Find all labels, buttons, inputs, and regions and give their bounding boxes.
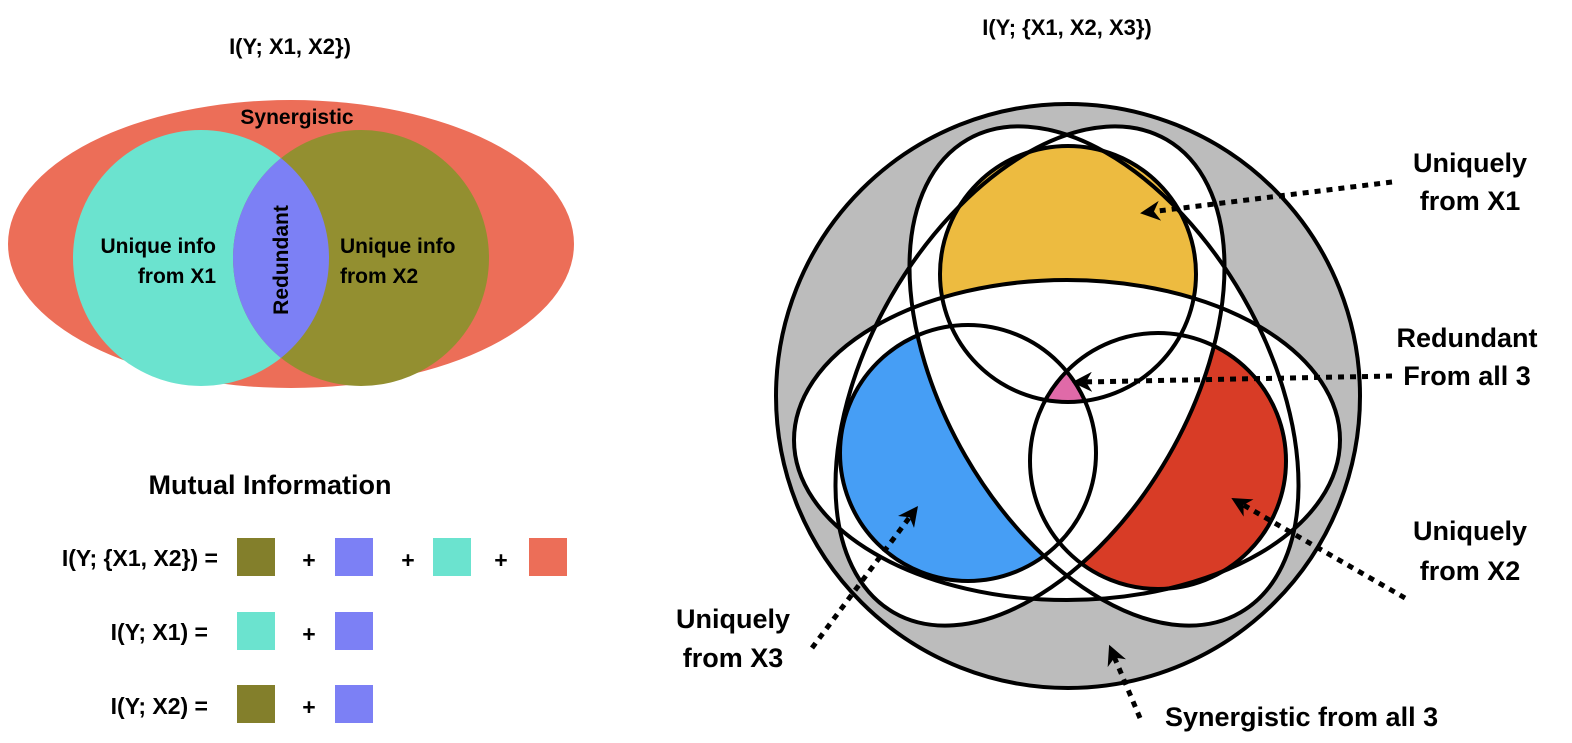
arrow-unique-x2 (1231, 498, 1407, 601)
label-x2-line1: Uniquely (1413, 516, 1527, 546)
label-x1-line2: from X1 (1420, 186, 1521, 216)
equation-row-x2: I(Y; X2) = + (111, 685, 373, 723)
outlines (792, 124, 1342, 628)
two-variable-venn: I(Y; X1, X2}) Synergistic Unique info fr… (8, 34, 574, 388)
unique-x1-label-2: from X1 (138, 265, 217, 288)
plus-sign: + (494, 547, 507, 573)
equation-row-x1: I(Y; X1) = + (111, 612, 373, 650)
right-title: I(Y; {X1, X2, X3}) (982, 15, 1152, 40)
term-unique-x2-swatch (237, 685, 275, 723)
plus-sign: + (302, 694, 315, 720)
mutual-information-equations: Mutual Information I(Y; {X1, X2}) = + + … (62, 470, 567, 723)
synergistic-label: Synergistic (240, 106, 354, 129)
label-x2-line2: from X2 (1420, 556, 1521, 586)
term-unique-x1-swatch (433, 538, 471, 576)
redundant-region (233, 130, 329, 386)
label-x3-line2: from X3 (683, 643, 784, 673)
equation-row-joint: I(Y; {X1, X2}) = + + + (62, 538, 567, 576)
unique-x1-label-1: Unique info (101, 235, 216, 258)
arrow-redundant (1072, 371, 1393, 392)
three-variable-diagram: I(Y; {X1, X2, X3}) Uniquely from X1 Redu… (676, 15, 1538, 732)
redundant-label: Redundant (270, 205, 293, 315)
label-redundant-line1: Redundant (1397, 323, 1538, 353)
unique-x2-label-2: from X2 (340, 265, 418, 288)
plus-sign: + (302, 621, 315, 647)
equation-label: I(Y; {X1, X2}) = (62, 545, 218, 571)
arrow-unique-x3 (809, 505, 918, 650)
label-x3-line1: Uniquely (676, 604, 790, 634)
arrow-unique-x1 (1140, 179, 1393, 221)
label-x1-line1: Uniquely (1413, 148, 1527, 178)
unique-x2-label-1: Unique info (340, 235, 455, 258)
term-redundant-swatch (335, 538, 373, 576)
term-synergistic-swatch (529, 538, 567, 576)
plus-sign: + (302, 547, 315, 573)
term-unique-x2-swatch (237, 538, 275, 576)
plus-sign: + (401, 547, 414, 573)
equation-label: I(Y; X2) = (111, 693, 208, 719)
term-redundant-swatch (335, 685, 373, 723)
term-redundant-swatch (335, 612, 373, 650)
unique-x2-region (1030, 333, 1286, 589)
term-unique-x1-swatch (237, 612, 275, 650)
left-title: I(Y; X1, X2}) (229, 34, 351, 59)
equations-heading: Mutual Information (149, 470, 392, 500)
label-synergistic: Synergistic from all 3 (1165, 702, 1438, 732)
label-redundant-line2: From all 3 (1403, 361, 1531, 391)
equation-label: I(Y; X1) = (111, 619, 208, 645)
